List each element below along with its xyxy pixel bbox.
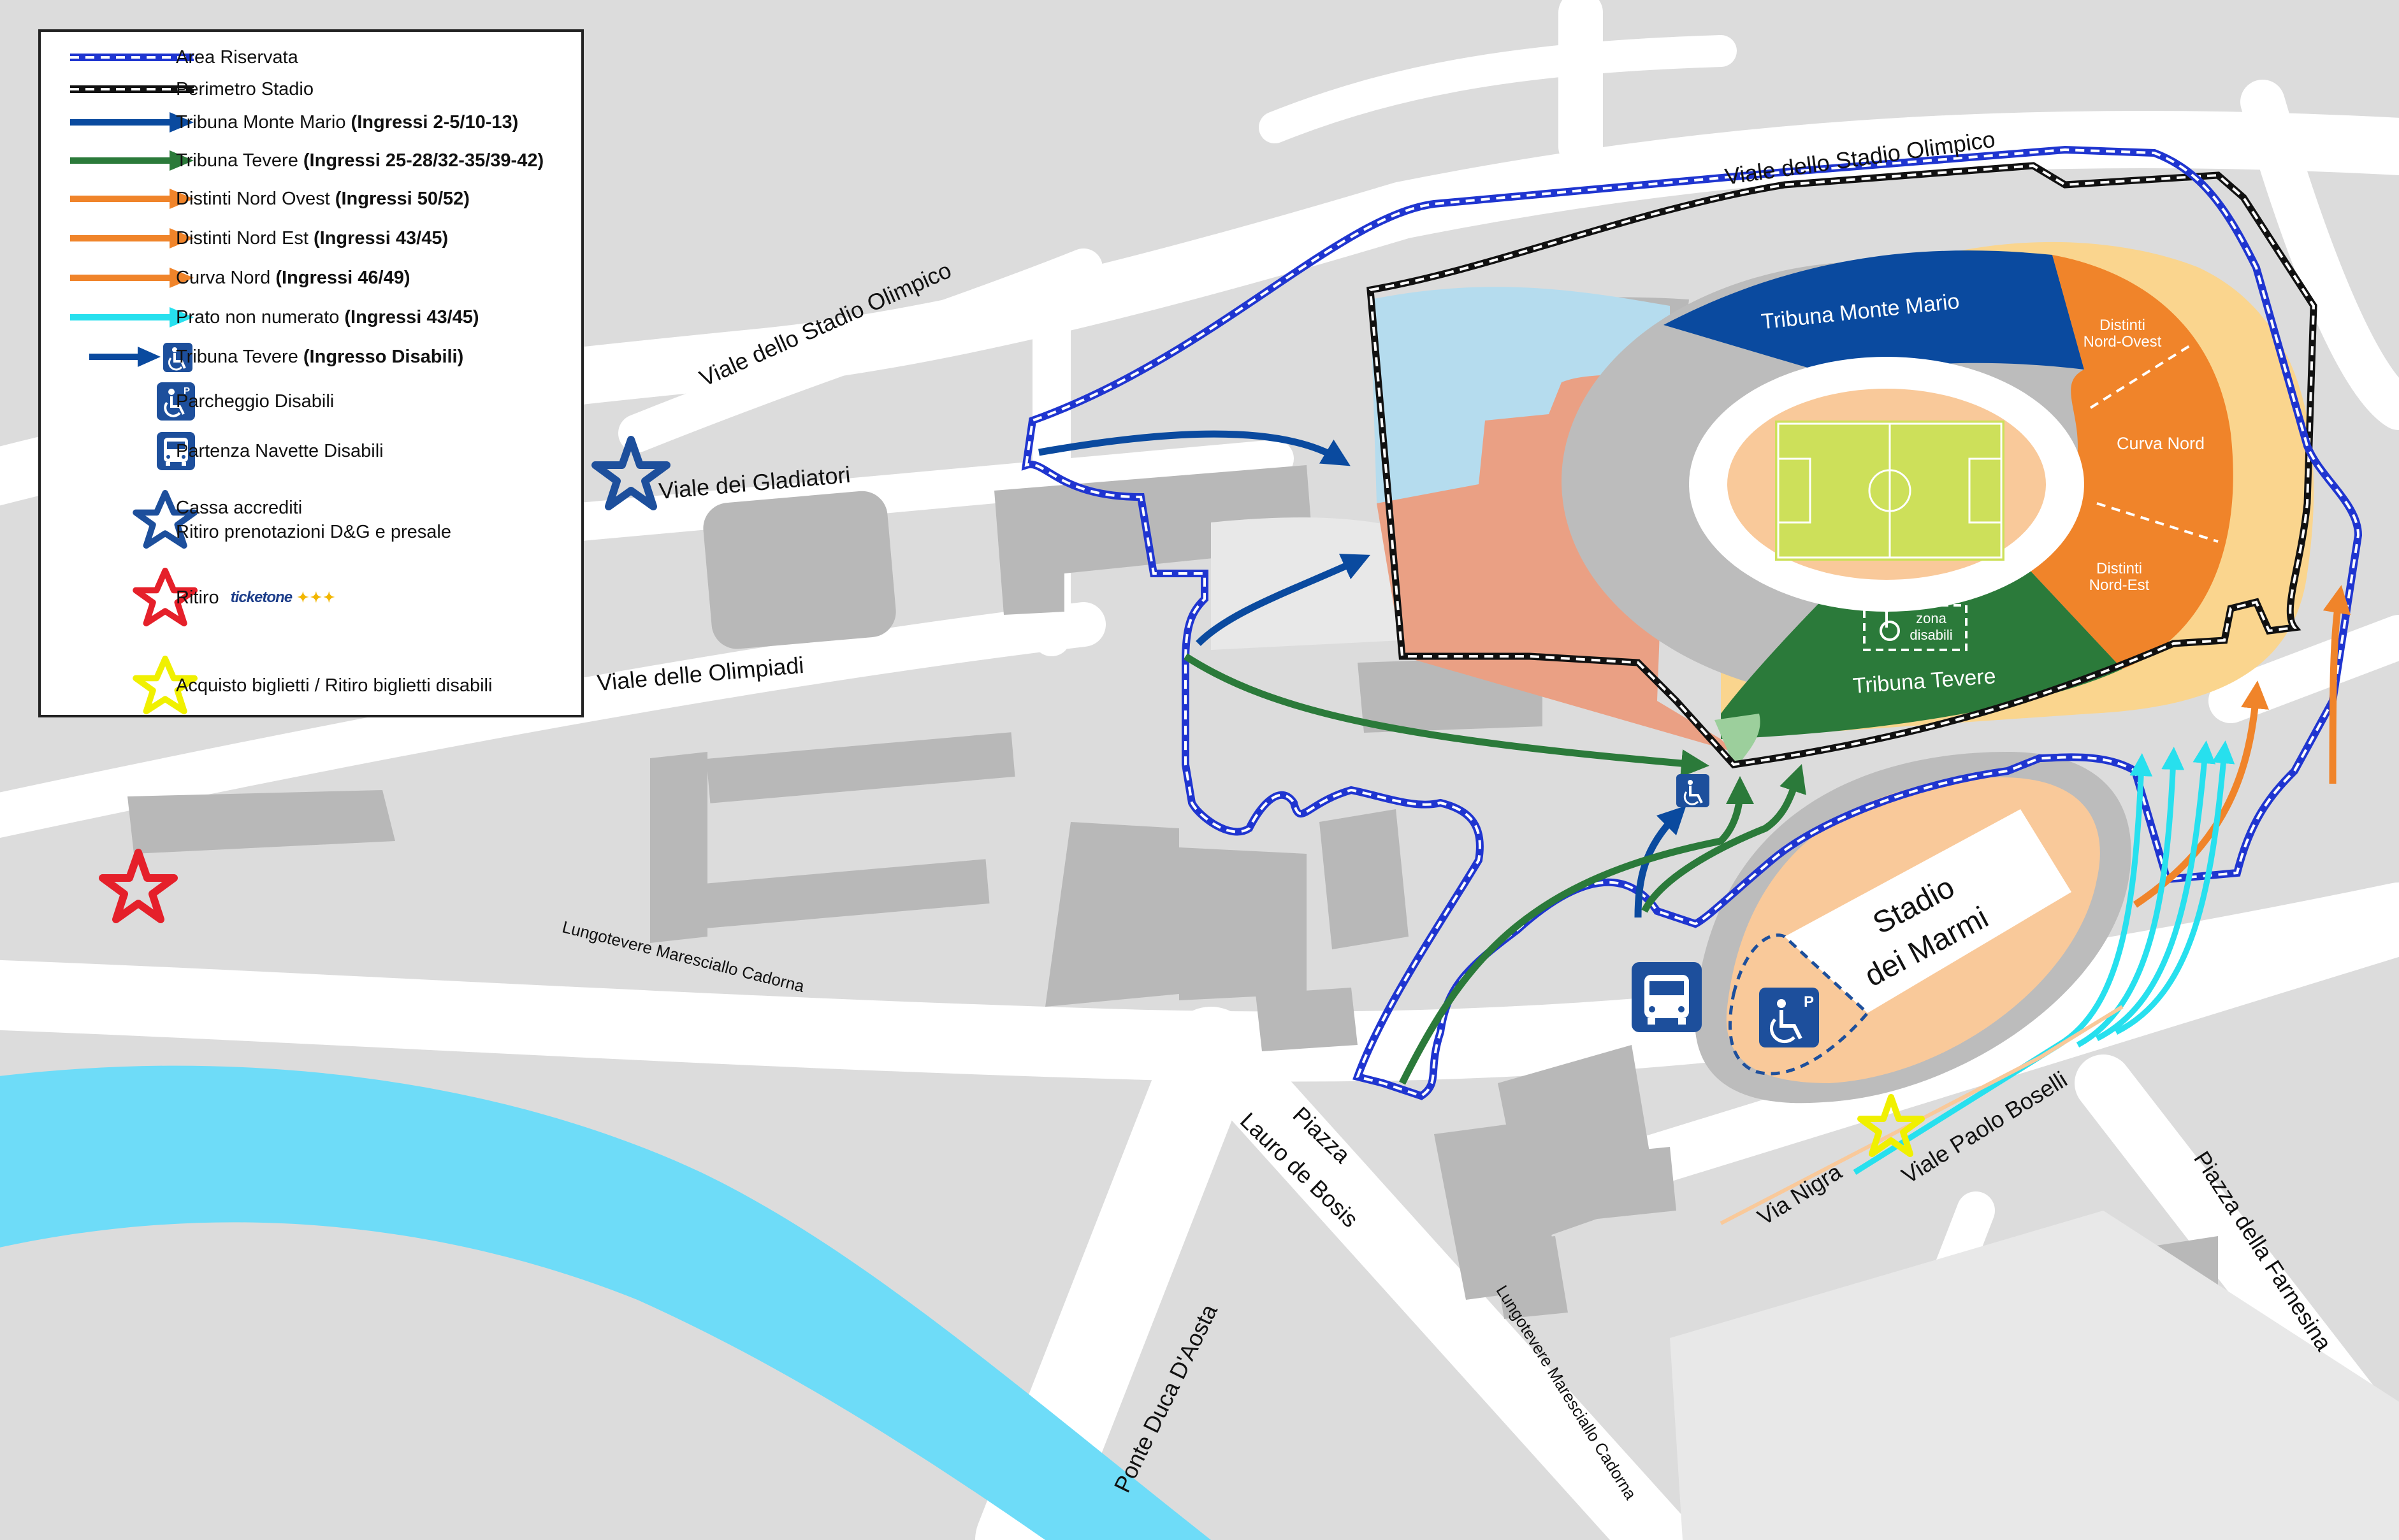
- zona-disabili-label-1: zona: [1916, 610, 1946, 626]
- dark-blue-arrow-icon: [70, 112, 194, 133]
- blue-star-map-icon: [591, 436, 670, 510]
- green-arrow-icon: [70, 150, 194, 171]
- route-tevere: [1184, 653, 1806, 1085]
- legend-label: Partenza Navette Disabili: [176, 440, 384, 461]
- shuttle-bus-map-icon: [1632, 962, 1702, 1032]
- legend-label: Cassa accrediti Ritiro prenotazioni D&G …: [176, 496, 451, 544]
- legend-row-ingresso-disabili: Tribuna Tevere (Ingresso Disabili): [41, 338, 581, 376]
- yellow-star-map-icon: [1857, 1094, 1925, 1157]
- legend-label: Tribuna Monte Mario (Ingressi 2-5/10-13): [176, 112, 518, 133]
- svg-text:P: P: [1804, 993, 1814, 1011]
- ticketone-logo: ticketone ✦✦✦: [230, 589, 337, 606]
- pitch-lines: [1777, 422, 2003, 559]
- legend-label-detail: (Ingressi 50/52): [335, 188, 470, 209]
- ticketone-logo-text: ticketone: [230, 589, 293, 606]
- sector-orange: [2027, 255, 2233, 669]
- dashed-black-line-icon: [70, 85, 194, 93]
- red-star-map-icon: [99, 849, 178, 923]
- legend-row-cassa: Cassa accrediti Ritiro prenotazioni D&G …: [41, 488, 581, 552]
- legend-row-nord-ovest: Distinti Nord Ovest (Ingressi 50/52): [41, 180, 581, 218]
- legend-row-ritiro: Ritiro ticketone ✦✦✦: [41, 566, 581, 630]
- legend-label-detail: Ritiro prenotazioni D&G e presale: [176, 522, 451, 542]
- legend-label-main: Tribuna Tevere: [176, 150, 298, 171]
- legend-label: Area Riservata: [176, 47, 298, 68]
- zona-disabili-wheelchair-icon: [1880, 605, 1900, 641]
- legend-label-detail: (Ingresso Disabili): [303, 346, 464, 367]
- svg-text:P: P: [184, 385, 190, 396]
- dashed-blue-line-icon: [70, 54, 194, 61]
- legend-row-curva-nord: Curva Nord (Ingressi 46/49): [41, 259, 581, 297]
- sector-label-nord-ovest-2: Nord-Ovest: [2084, 333, 2162, 350]
- legend-label-detail: (Ingressi 25-28/32-35/39-42): [303, 150, 544, 171]
- orange-arrow-icon: [70, 268, 194, 288]
- route-monte-mario: [1038, 430, 1686, 918]
- legend-label-main: Ritiro: [176, 587, 219, 608]
- legend-label-detail: (Ingressi 43/45): [313, 227, 449, 248]
- legend-label-detail: (Ingressi 43/45): [344, 306, 479, 327]
- legend-label: Parcheggio Disabili: [176, 391, 335, 412]
- sector-tevere: [1721, 567, 2122, 739]
- legend-label-detail: (Ingressi 46/49): [275, 267, 410, 288]
- sector-tevere-light: [1714, 714, 1760, 765]
- legend-label: Prato non numerato (Ingressi 43/45): [176, 307, 479, 328]
- legend-label-main: Distinti Nord Ovest: [176, 188, 330, 209]
- legend-label-detail: (Ingressi 2-5/10-13): [351, 112, 519, 133]
- legend-label-main: Curva Nord: [176, 267, 271, 288]
- route-orange: [2133, 585, 2351, 908]
- disabled-entrance-arrow-icon: [89, 343, 192, 372]
- legend-label: Acquisto biglietti / Ritiro biglietti di…: [176, 675, 493, 696]
- legend-row-navette: Partenza Navette Disabili: [41, 432, 581, 470]
- legend-label: Ritiro ticketone ✦✦✦: [176, 587, 336, 608]
- cyan-arrow-icon: [70, 307, 194, 327]
- orange-arrow-icon: [70, 189, 194, 209]
- disabled-parking-icon: P: [157, 382, 195, 421]
- legend-label-main: Distinti Nord Est: [176, 227, 308, 248]
- stadio-olimpico: zona disabili Tribuna Monte Mario Tribun…: [1370, 241, 2314, 765]
- legend-label: Curva Nord (Ingressi 46/49): [176, 268, 410, 289]
- zona-disabili-area: [1863, 604, 1968, 651]
- legend-label-main: Tribuna Tevere: [176, 346, 298, 367]
- sector-label-nord-est-2: Nord-Est: [2089, 577, 2150, 594]
- legend-row-monte-mario: Tribuna Monte Mario (Ingressi 2-5/10-13): [41, 103, 581, 141]
- red-star-icon: [133, 567, 198, 627]
- tiber-river: [0, 1065, 1211, 1540]
- blue-star-icon: [133, 489, 198, 549]
- legend-row-tevere: Tribuna Tevere (Ingressi 25-28/32-35/39-…: [41, 141, 581, 180]
- legend-label-main: Cassa accrediti: [176, 498, 303, 518]
- legend-label-main: Tribuna Monte Mario: [176, 112, 346, 133]
- legend-row-acquisto: Acquisto biglietti / Ritiro biglietti di…: [41, 654, 581, 717]
- sector-label-nord-ovest-1: Distinti: [2099, 317, 2145, 334]
- legend-label: Tribuna Tevere (Ingressi 25-28/32-35/39-…: [176, 150, 544, 171]
- shuttle-bus-icon: [157, 432, 195, 470]
- legend: Area Riservata Perimetro Stadio Tribuna …: [38, 29, 584, 717]
- legend-label-main: Prato non numerato: [176, 306, 340, 327]
- legend-row-nord-est: Distinti Nord Est (Ingressi 43/45): [41, 219, 581, 257]
- legend-label: Perimetro Stadio: [176, 78, 314, 99]
- yellow-star-icon: [133, 655, 198, 715]
- zona-disabili-label-2: disabili: [1910, 627, 1952, 643]
- route-cyan: [1853, 740, 2235, 1175]
- disabled-parking-map-icon: P: [1759, 988, 1819, 1047]
- legend-label: Distinti Nord Ovest (Ingressi 50/52): [176, 189, 470, 210]
- sector-label-nord-est-1: Distinti: [2096, 560, 2142, 577]
- sector-label-curva-nord: Curva Nord: [2117, 434, 2205, 453]
- legend-row-parcheggio: P Parcheggio Disabili: [41, 382, 581, 421]
- legend-label: Distinti Nord Est (Ingressi 43/45): [176, 228, 448, 249]
- disabled-entrance-map-icon: [1676, 774, 1709, 807]
- legend-row-area-riservata: Area Riservata: [41, 38, 581, 76]
- orange-arrow-icon: [70, 228, 194, 248]
- legend-label: Tribuna Tevere (Ingresso Disabili): [176, 347, 463, 368]
- legend-row-prato: Prato non numerato (Ingressi 43/45): [41, 298, 581, 336]
- sector-monte-mario: [1663, 250, 2084, 376]
- legend-row-perimetro: Perimetro Stadio: [41, 70, 581, 108]
